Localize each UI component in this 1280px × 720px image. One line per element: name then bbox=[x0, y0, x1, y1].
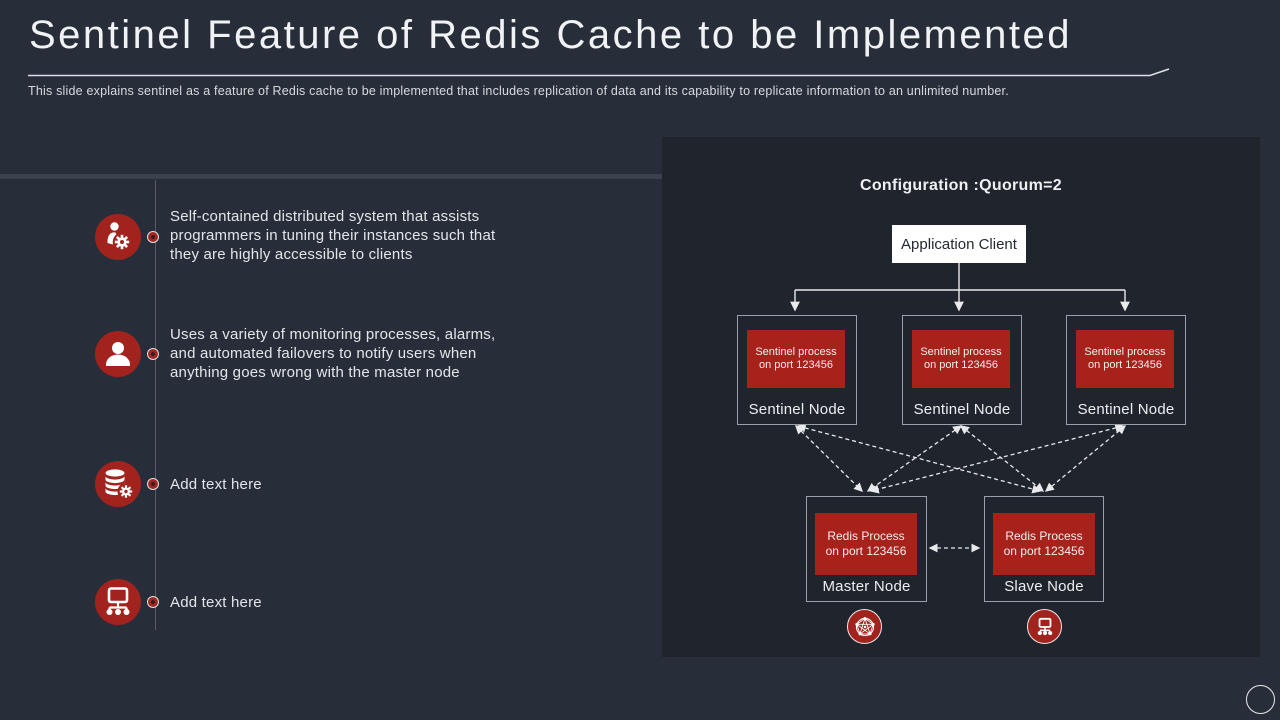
redis-process-box: Redis Process on port 123456 bbox=[815, 513, 917, 575]
sentinel-node-label: Sentinel Node bbox=[1077, 401, 1175, 418]
redis-process-box: Redis Process on port 123456 bbox=[993, 513, 1095, 575]
slave-node: Redis Process on port 123456 Slave Node bbox=[984, 496, 1104, 602]
database-gear-icon bbox=[95, 461, 141, 507]
timeline-marker bbox=[146, 595, 159, 608]
bullet-text-3: Add text here bbox=[170, 476, 262, 493]
title-underline bbox=[28, 68, 1170, 77]
bullet-text-4: Add text here bbox=[170, 594, 262, 611]
bullet-text-1: Self-contained distributed system that a… bbox=[170, 208, 496, 263]
diagram-panel: Configuration :Quorum=2 bbox=[662, 137, 1260, 657]
timeline-marker bbox=[146, 230, 159, 243]
timeline-marker bbox=[146, 477, 159, 490]
sentinel-node-1: Sentinel process on port 123456 Sentinel… bbox=[737, 315, 857, 425]
sentinel-node-label: Sentinel Node bbox=[913, 401, 1011, 418]
timeline-marker bbox=[146, 347, 159, 360]
sitemap-icon bbox=[95, 579, 141, 625]
master-node-label: Master Node bbox=[822, 578, 911, 595]
slave-node-label: Slave Node bbox=[1004, 578, 1084, 595]
sentinel-process-box: Sentinel process on port 123456 bbox=[1076, 330, 1174, 388]
sentinel-process-box: Sentinel process on port 123456 bbox=[747, 330, 845, 388]
diagram-title: Configuration :Quorum=2 bbox=[859, 177, 1062, 194]
sitemap-icon bbox=[1027, 609, 1062, 644]
page-title: Sentinel Feature of Redis Cache to be Im… bbox=[29, 13, 1073, 57]
diagram-connectors bbox=[790, 263, 1130, 553]
decorative-circle bbox=[1246, 685, 1275, 714]
network-globe-icon bbox=[847, 609, 882, 644]
application-client-box: Application Client bbox=[892, 225, 1026, 263]
sentinel-node-3: Sentinel process on port 123456 Sentinel… bbox=[1066, 315, 1186, 425]
slide-subtitle: This slide explains sentinel as a featur… bbox=[28, 84, 1009, 98]
master-node: Redis Process on port 123456 Master Node bbox=[806, 496, 927, 602]
sentinel-node-label: Sentinel Node bbox=[748, 401, 846, 418]
user-icon bbox=[95, 331, 141, 377]
sentinel-process-box: Sentinel process on port 123456 bbox=[912, 330, 1010, 388]
timeline-line bbox=[155, 180, 156, 630]
person-gear-icon bbox=[95, 214, 141, 260]
sentinel-node-2: Sentinel process on port 123456 Sentinel… bbox=[902, 315, 1022, 425]
divider-strip bbox=[0, 174, 662, 179]
bullet-text-2: Uses a variety of monitoring processes, … bbox=[170, 326, 496, 381]
